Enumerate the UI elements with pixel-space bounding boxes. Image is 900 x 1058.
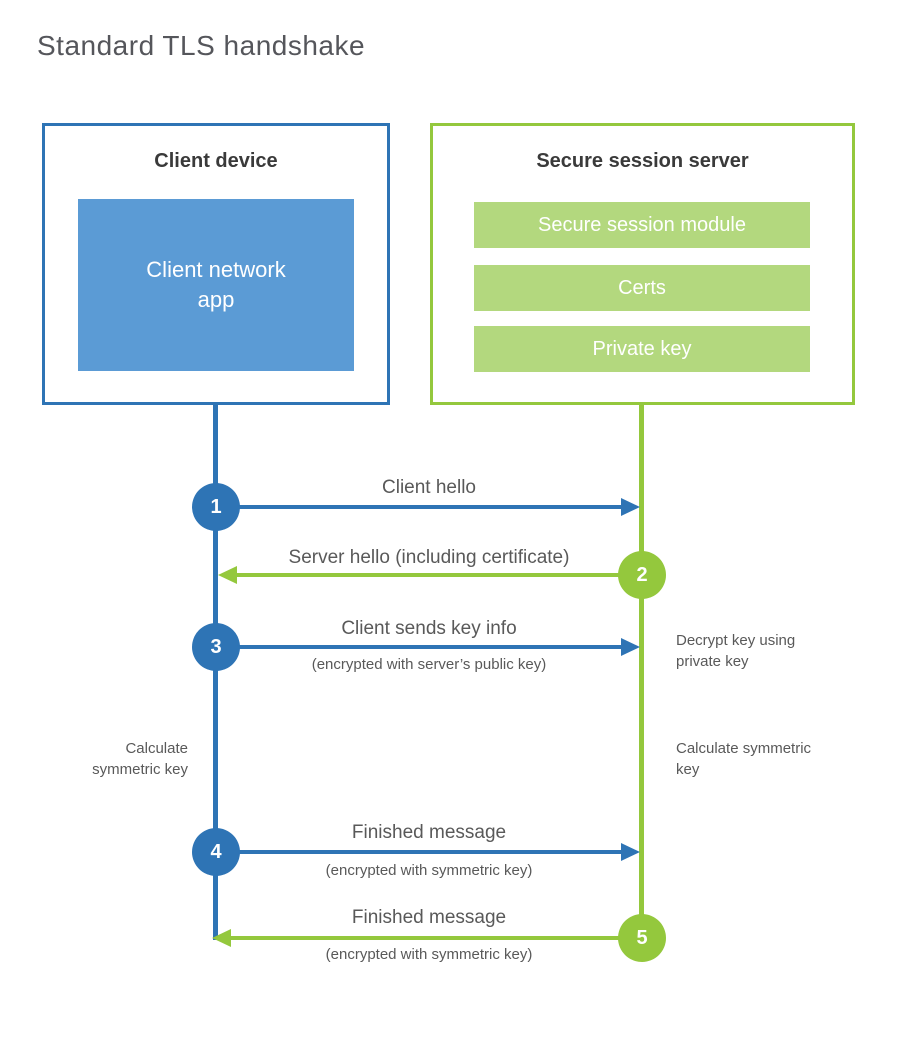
- step3-arrow-head-icon: [621, 638, 640, 656]
- step4-sublabel: (encrypted with symmetric key): [325, 862, 533, 879]
- client-network-app-label: Client network app: [146, 257, 286, 312]
- note-calculate-symmetric-key-server: Calculate symmetric key: [676, 740, 812, 778]
- client-network-app-box: Client network app: [78, 199, 354, 371]
- step5-arrow-head-icon: [212, 929, 231, 947]
- server-module-private-key: Private key: [474, 326, 810, 372]
- note-calculate-symmetric-key-client: Calculate symmetric key: [92, 740, 188, 778]
- step5-sublabel: (encrypted with symmetric key): [325, 946, 533, 963]
- client-lifeline: [213, 405, 218, 940]
- step2-label: Server hello (including certificate): [288, 547, 570, 568]
- step3-sublabel: (encrypted with server’s public key): [311, 656, 547, 673]
- step4-arrow-head-icon: [621, 843, 640, 861]
- step3-arrow-line: [216, 645, 623, 649]
- step1-label: Client hello: [382, 477, 476, 498]
- step5-label: Finished message: [351, 907, 507, 928]
- step2-arrow-line: [236, 573, 641, 577]
- step5-arrow-line: [230, 936, 641, 940]
- step2-circle: 2: [618, 551, 666, 599]
- step1-arrow-line: [216, 505, 623, 509]
- step1-arrow-head-icon: [621, 498, 640, 516]
- secure-session-server-box: Secure session server Secure session mod…: [430, 123, 855, 405]
- step4-circle: 4: [192, 828, 240, 876]
- step4-arrow-line: [216, 850, 623, 854]
- step4-label: Finished message: [351, 822, 507, 843]
- step1-circle: 1: [192, 483, 240, 531]
- step2-arrow-head-icon: [218, 566, 237, 584]
- step3-label: Client sends key info: [341, 618, 517, 639]
- step3-circle: 3: [192, 623, 240, 671]
- client-device-title: Client device: [154, 150, 278, 172]
- page-title: Standard TLS handshake: [37, 30, 366, 61]
- secure-session-server-title: Secure session server: [536, 150, 749, 172]
- server-module-secure-session-module: Secure session module: [474, 202, 810, 248]
- note-decrypt-key: Decrypt key using private key: [676, 632, 796, 670]
- server-lifeline: [639, 405, 644, 938]
- step5-circle: 5: [618, 914, 666, 962]
- client-device-box: Client device Client network app: [42, 123, 390, 405]
- server-module-certs: Certs: [474, 265, 810, 311]
